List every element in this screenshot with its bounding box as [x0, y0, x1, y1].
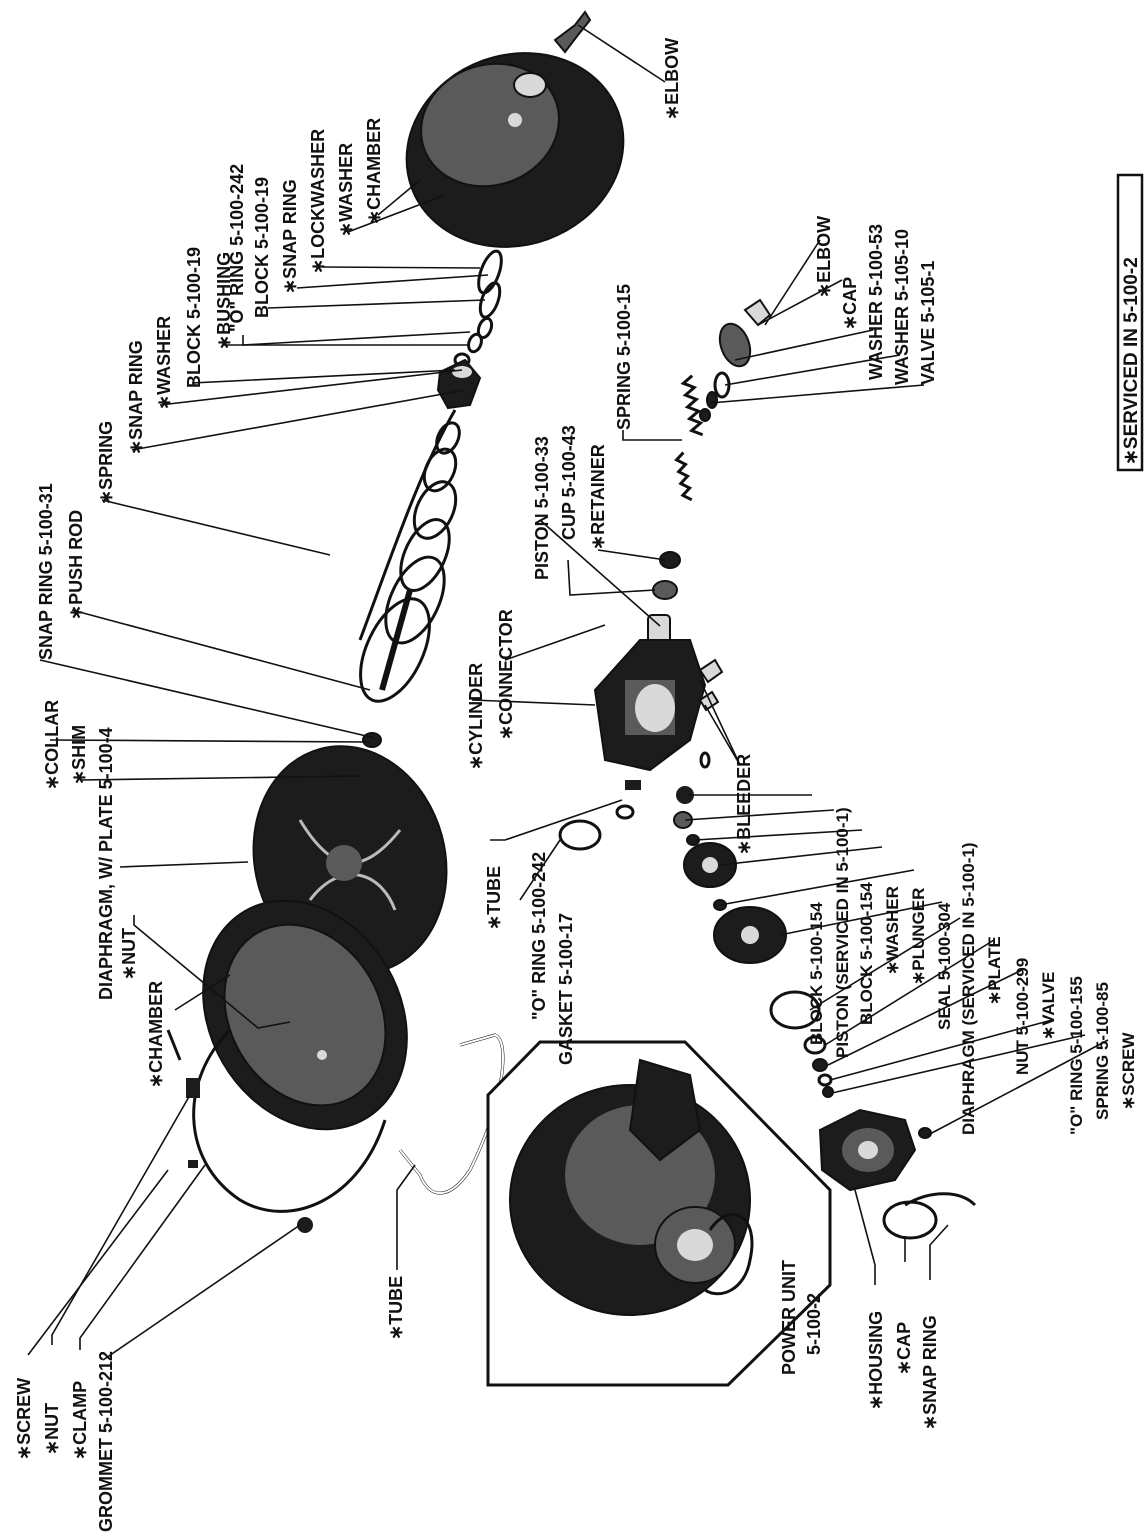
label-screw-left: ∗SCREW [14, 1378, 34, 1460]
leader-lines [27, 24, 1109, 1361]
cylinder-part [593, 639, 724, 772]
label-block-5-100-19-a: BLOCK 5-100-19 [184, 247, 204, 388]
label-tube-mid: ∗TUBE [484, 866, 504, 930]
part-labels: SNAP RING 5-100-31 ∗PUSH ROD ∗SPRING ∗SN… [14, 38, 1138, 1532]
label-spring-5-100-15: SPRING 5-100-15 [614, 284, 634, 430]
label-gasket-5-100-17: GASKET 5-100-17 [556, 913, 576, 1065]
chamber-rear-part [405, 52, 625, 248]
cap-valve-right-part [699, 298, 772, 422]
label-clamp: ∗CLAMP [70, 1381, 90, 1460]
label-connector: ∗CONNECTOR [496, 609, 516, 740]
cap-snap-ring-bottom-part [882, 1192, 977, 1240]
block-bushing-part [436, 358, 482, 410]
label-screw-bottom: ∗SCREW [1119, 1032, 1138, 1110]
label-retainer: ∗RETAINER [588, 444, 608, 550]
spring-15-part [674, 374, 704, 502]
label-bushing: ∗BUSHING [214, 252, 234, 350]
label-valve-5-105-1: VALVE 5-105-1 [918, 261, 938, 385]
label-seal-5-100-304: SEAL 5-100-304 [935, 902, 954, 1030]
label-nut-left-2: ∗NUT [42, 1403, 62, 1455]
housing-part [818, 1108, 932, 1192]
label-snap-ring-3: ∗SNAP RING [280, 179, 300, 294]
label-spring-top: ∗SPRING [96, 421, 116, 505]
label-chamber-top: ∗CHAMBER [364, 118, 384, 225]
label-elbow-top: ∗ELBOW [662, 38, 682, 120]
label-diaphragm-serviced: DIAPHRAGM (SERVICED IN 5-100-1) [959, 842, 978, 1135]
power-unit-inset [486, 1040, 832, 1387]
tube-left-part [398, 1033, 505, 1195]
chamber-front-part [202, 899, 408, 1131]
label-washer-5-100-53: WASHER 5-100-53 [866, 224, 886, 380]
label-cup-5-100-43: CUP 5-100-43 [559, 425, 579, 540]
label-push-rod: ∗PUSH ROD [66, 510, 86, 620]
retainer-cup-piston-part [647, 551, 681, 644]
label-collar: ∗COLLAR [42, 700, 62, 790]
serviced-note-box: ∗SERVICED IN 5-100-2 [1116, 173, 1144, 472]
label-block-154-b: BLOCK 5-100-154 [857, 882, 876, 1025]
label-washer-2: ∗WASHER [336, 143, 356, 237]
label-block-5-100-19-b: BLOCK 5-100-19 [252, 177, 272, 318]
label-piston-5-100-33: PISTON 5-100-33 [532, 436, 552, 580]
label-o-ring-242-top: "O" RING 5-100-242 [227, 164, 247, 332]
label-cylinder: ∗CYLINDER [466, 663, 486, 770]
serviced-note-text: ∗SERVICED IN 5-100-2 [1121, 257, 1142, 465]
label-chamber-left: ∗CHAMBER [146, 981, 166, 1088]
clamp-ring-part [166, 1028, 387, 1233]
label-plunger: ∗PLUNGER [909, 888, 928, 985]
label-grommet: GROMMET 5-100-212 [96, 1351, 116, 1532]
label-elbow-right: ∗ELBOW [814, 216, 834, 298]
label-snap-ring-2: ∗SNAP RING [126, 340, 146, 455]
label-washer-top: ∗WASHER [154, 316, 174, 410]
label-snap-ring-bottom: ∗SNAP RING [920, 1315, 940, 1430]
label-housing: ∗HOUSING [866, 1311, 886, 1410]
label-power-unit: POWER UNIT [779, 1260, 799, 1375]
label-nut-5-100-299: NUT 5-100-299 [1013, 958, 1032, 1075]
label-washer-mid: ∗WASHER [883, 886, 902, 975]
label-valve-mid: ∗VALVE [1039, 972, 1058, 1040]
push-rod-spring-part [358, 409, 461, 703]
label-o-ring-242-mid: "O" RING 5-100-242 [529, 852, 549, 1020]
label-diaphragm-plate: DIAPHRAGM, W/ PLATE 5-100-4 [96, 727, 116, 1000]
label-cap-right: ∗CAP [840, 277, 860, 330]
label-o-ring-5-100-155: "O" RING 5-100-155 [1067, 976, 1086, 1135]
label-snap-ring-5-100-31: SNAP RING 5-100-31 [36, 483, 56, 660]
top-washers-part [453, 249, 503, 368]
label-block-154-a: BLOCK 5-100-154 [807, 902, 826, 1045]
label-washer-5-105-10: WASHER 5-105-10 [892, 229, 912, 385]
label-power-unit-number: 5-100-2 [804, 1293, 824, 1355]
label-cap-bottom: ∗CAP [894, 1322, 914, 1375]
label-lockwasher: ∗LOCKWASHER [308, 129, 328, 274]
label-plate: ∗PLATE [985, 936, 1004, 1005]
label-bleeder: ∗BLEEDER [734, 754, 754, 855]
label-spring-5-100-85: SPRING 5-100-85 [1093, 982, 1112, 1120]
label-nut-left: ∗NUT [119, 928, 139, 980]
label-shim: ∗SHIM [69, 725, 89, 785]
label-piston-serviced: PISTON (SERVICED IN 5-100-1) [833, 807, 852, 1058]
tube-gasket-mid-part [558, 780, 641, 851]
piston-block-group-part [673, 786, 834, 1098]
elbow-top-part [553, 10, 592, 54]
label-tube-left: ∗TUBE [386, 1276, 406, 1340]
